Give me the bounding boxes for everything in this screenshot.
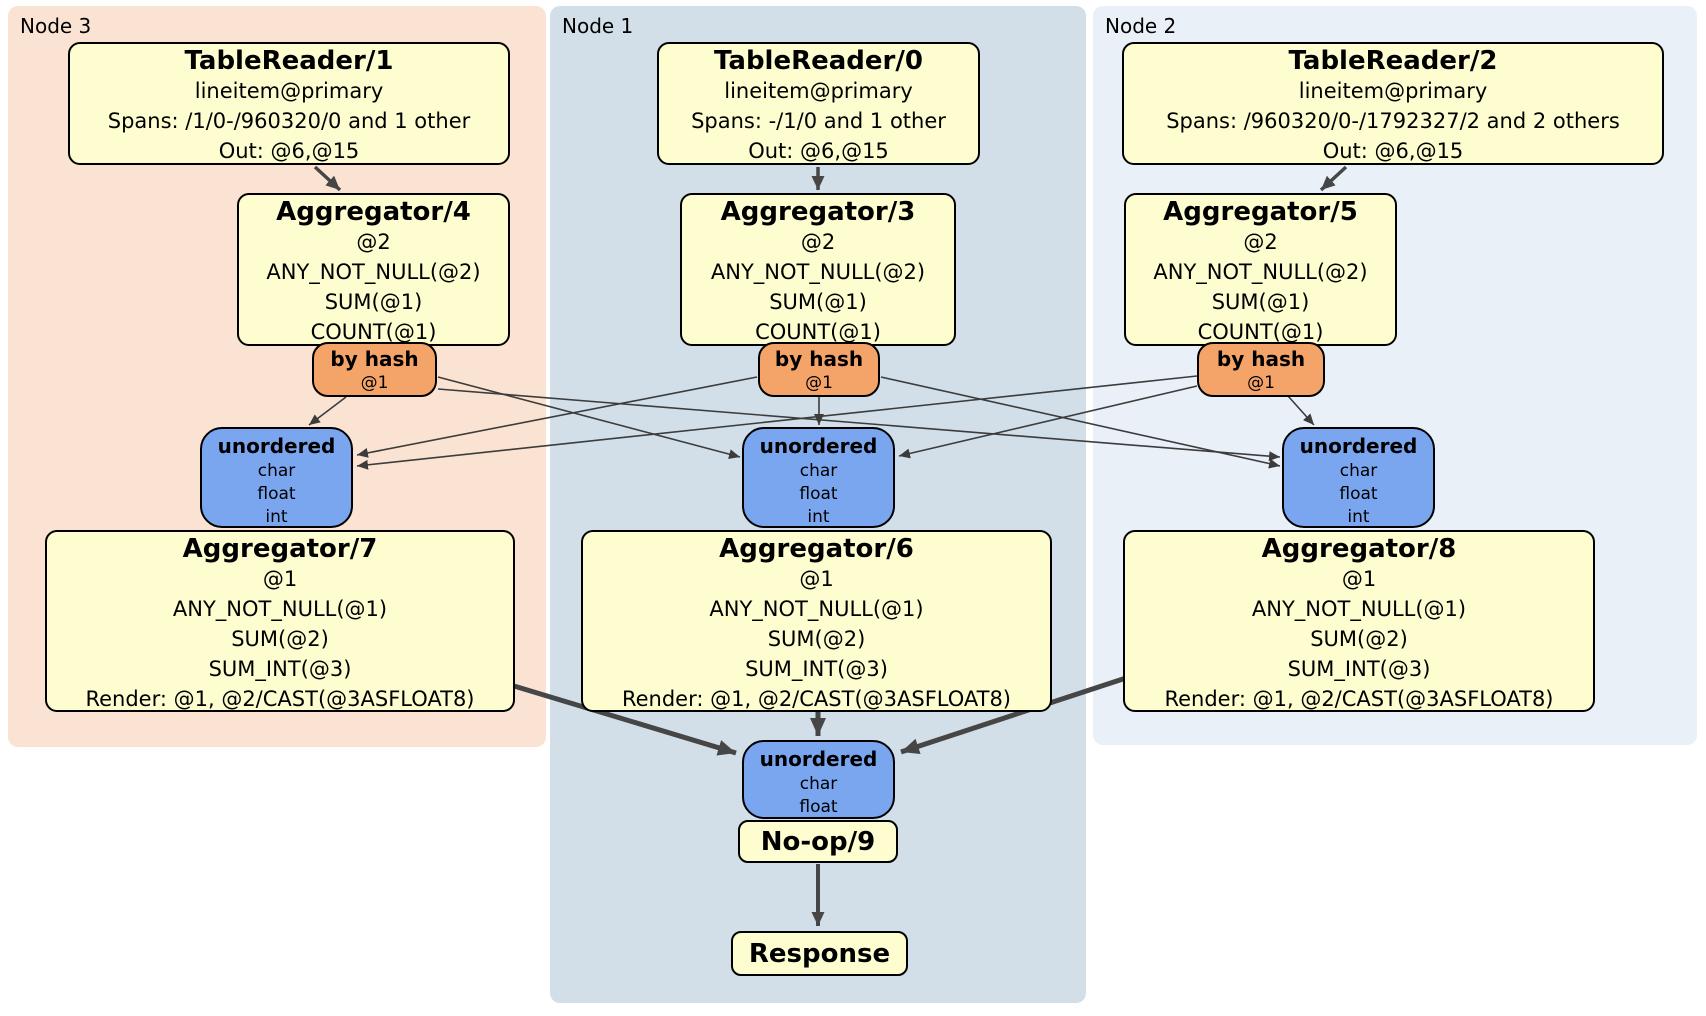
box-line: ANY_NOT_NULL(@2) — [1153, 260, 1368, 284]
sync-title: unordered — [1299, 434, 1418, 458]
box-line: @1 — [1341, 567, 1377, 591]
box-title: No-op/9 — [760, 827, 876, 857]
box-line: SUM(@1) — [324, 290, 423, 314]
router-title: by hash — [774, 347, 864, 371]
box-line: char — [799, 461, 838, 481]
box-line: @1 — [360, 373, 389, 393]
box-line: SUM(@1) — [1211, 290, 1310, 314]
box-line: Out: @6,@15 — [218, 139, 360, 163]
box-line: float — [1339, 484, 1378, 504]
box-line: Render: @1, @2/CAST(@3ASFLOAT8) — [85, 687, 475, 711]
box-line: Render: @1, @2/CAST(@3ASFLOAT8) — [621, 687, 1012, 711]
box-line: ANY_NOT_NULL(@2) — [710, 260, 926, 284]
sync-title: unordered — [759, 434, 878, 458]
node2-label: Node 2 — [1105, 14, 1177, 38]
box-line: int — [1347, 507, 1370, 527]
box-line: @1 — [1247, 373, 1275, 393]
box-line: Render: @1, @2/CAST(@3ASFLOAT8) — [1164, 687, 1554, 711]
box-title: Aggregator/4 — [276, 197, 471, 227]
box-line: int — [807, 507, 830, 527]
box-line: char — [1339, 461, 1378, 481]
final-sync-unordered: unordered char float — [742, 740, 895, 819]
box-line: Out: @6,@15 — [1322, 139, 1464, 163]
box-line: Spans: /960320/0-/1792327/2 and 2 others — [1166, 109, 1620, 133]
box-line: ANY_NOT_NULL(@2) — [266, 260, 481, 284]
box-line: COUNT(@1) — [755, 320, 881, 344]
box-title: Response — [748, 939, 891, 969]
box-line: SUM_INT(@3) — [208, 657, 352, 681]
router-title: by hash — [330, 347, 419, 371]
box-line: SUM_INT(@3) — [745, 657, 888, 681]
hash-router-node3: by hash @1 — [312, 342, 437, 397]
box-line: ANY_NOT_NULL(@1) — [1251, 597, 1467, 621]
sync-unordered-node1: unordered char float int — [742, 427, 895, 528]
node1-label: Node 1 — [562, 14, 634, 38]
hash-router-node2: by hash @1 — [1197, 342, 1325, 397]
box-line: COUNT(@1) — [1197, 320, 1324, 344]
response-box: Response — [731, 931, 908, 976]
box-line: Out: @6,@15 — [748, 139, 889, 163]
box-title: Aggregator/3 — [720, 197, 916, 227]
box-line: lineitem@primary — [724, 79, 913, 103]
box-line: Spans: /1/0-/960320/0 and 1 other — [107, 109, 471, 133]
box-title: Aggregator/8 — [1261, 534, 1457, 564]
box-line: @1 — [805, 373, 833, 393]
box-line: int — [265, 507, 288, 527]
sync-title: unordered — [217, 434, 336, 458]
box-title: TableReader/2 — [1288, 46, 1498, 76]
node3-label: Node 3 — [20, 14, 92, 38]
box-title: Aggregator/6 — [719, 534, 914, 564]
box-line: @2 — [800, 230, 836, 254]
sync-unordered-node2: unordered char float int — [1282, 427, 1435, 528]
box-title: Aggregator/5 — [1163, 197, 1358, 227]
box-line: lineitem@primary — [1298, 79, 1488, 103]
sync-title: unordered — [759, 747, 878, 771]
box-line: lineitem@primary — [194, 79, 384, 103]
box-line: SUM(@2) — [1310, 627, 1408, 651]
box-line: char — [799, 774, 838, 794]
sync-unordered-node3: unordered char float int — [200, 427, 353, 528]
box-line: ANY_NOT_NULL(@1) — [709, 597, 924, 621]
box-line: @1 — [799, 567, 834, 591]
box-line: @1 — [262, 567, 298, 591]
box-line: float — [257, 484, 296, 504]
box-line: @2 — [356, 230, 391, 254]
box-line: SUM(@2) — [767, 627, 866, 651]
box-line: char — [257, 461, 296, 481]
box-title: TableReader/1 — [184, 46, 394, 76]
box-line: SUM(@2) — [231, 627, 329, 651]
box-line: float — [799, 797, 838, 817]
box-line: @2 — [1243, 230, 1278, 254]
box-line: COUNT(@1) — [310, 320, 437, 344]
box-title: TableReader/0 — [714, 46, 923, 76]
box-line: ANY_NOT_NULL(@1) — [172, 597, 388, 621]
noop-box: No-op/9 — [738, 820, 898, 863]
box-line: Spans: -/1/0 and 1 other — [691, 109, 946, 133]
box-line: float — [799, 484, 838, 504]
hash-router-node1: by hash @1 — [758, 342, 880, 397]
box-title: Aggregator/7 — [182, 534, 378, 564]
router-title: by hash — [1216, 347, 1306, 371]
box-line: SUM(@1) — [769, 290, 867, 314]
box-line: SUM_INT(@3) — [1287, 657, 1431, 681]
